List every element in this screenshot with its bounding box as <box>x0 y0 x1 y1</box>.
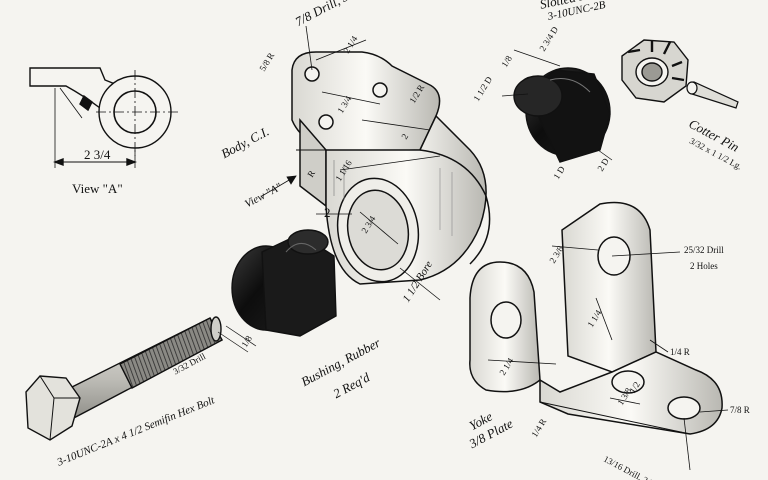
bushing-right <box>501 49 613 163</box>
body-part <box>291 51 491 285</box>
view-a-dimension: 2 3/4 <box>84 147 111 162</box>
yoke-drill-right-line2: 2 Holes <box>690 261 718 271</box>
yoke-r-right: 1/4 R <box>670 347 690 357</box>
body-dimension-lines <box>261 25 441 301</box>
yoke-r-end: 7/8 R <box>730 405 750 415</box>
cotter-pin <box>686 81 739 109</box>
yoke-dimension-lines <box>487 245 729 471</box>
body-dim-2-left: 2 <box>324 205 331 220</box>
view-a-caption: View "A" <box>72 181 123 196</box>
hex-bolt <box>25 316 257 441</box>
yoke-drill-right-line1: 25/32 Drill <box>684 245 724 255</box>
yoke-plate <box>469 201 723 435</box>
slotted-nut <box>621 39 689 103</box>
view-a-sketch <box>29 67 178 168</box>
bushing-left <box>231 229 337 337</box>
